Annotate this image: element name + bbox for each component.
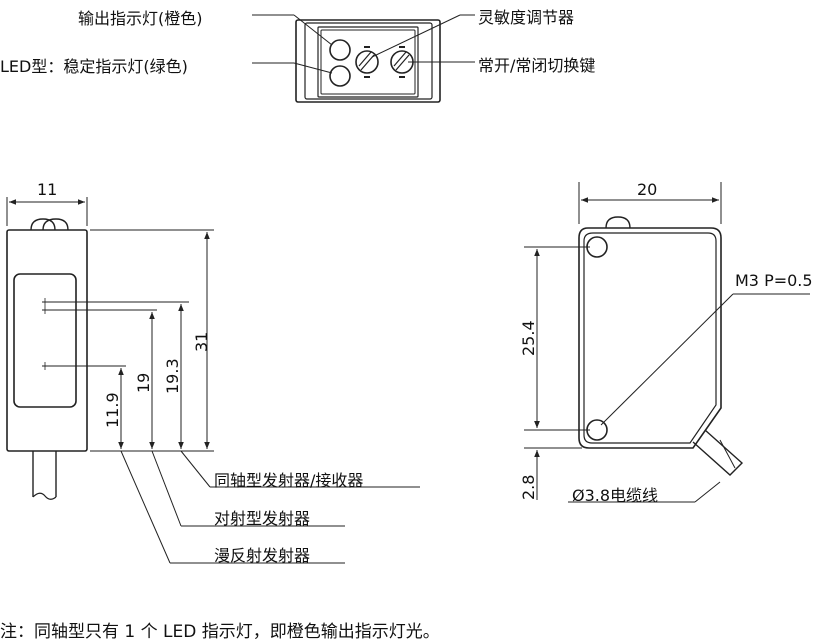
footnote: 注：同轴型只有 1 个 LED 指示灯，即橙色输出指示灯光。 bbox=[0, 622, 440, 642]
front-view bbox=[524, 182, 810, 503]
output-indicator-led bbox=[329, 39, 351, 61]
side-height-total-dimension: 31 bbox=[192, 331, 211, 352]
coax-emitter-receiver-label: 同轴型发射器/接收器 bbox=[214, 471, 364, 490]
thru-beam-emitter-label: 对射型发射器 bbox=[214, 509, 311, 528]
sensitivity-adjuster-label: 灵敏度调节器 bbox=[478, 8, 575, 27]
top-view bbox=[252, 14, 475, 103]
stability-indicator-led bbox=[329, 65, 351, 87]
no-nc-switch-label: 常开/常闭切换键 bbox=[478, 56, 596, 75]
lens-window bbox=[13, 273, 77, 408]
bottom-offset-dimension: 2.8 bbox=[519, 474, 538, 500]
front-view-body bbox=[578, 227, 722, 449]
side-diffuse-height-dimension: 11.9 bbox=[103, 392, 122, 428]
front-width-dimension: 20 bbox=[637, 180, 658, 199]
top-view-body bbox=[295, 19, 441, 103]
side-width-dimension: 11 bbox=[37, 180, 58, 199]
side-view bbox=[6, 197, 420, 564]
cable-spec-label: Ø3.8电缆线 bbox=[572, 486, 659, 505]
thread-spec-label: M3 P=0.5 bbox=[735, 271, 813, 290]
hole-pitch-dimension: 25.4 bbox=[519, 320, 538, 356]
diffuse-emitter-label: 漫反射发射器 bbox=[214, 546, 311, 565]
side-view-body bbox=[6, 229, 88, 452]
side-coax-height-dimension: 19.3 bbox=[163, 358, 182, 394]
sensitivity-adjuster-knob bbox=[355, 50, 379, 74]
side-thru-height-dimension: 19 bbox=[134, 372, 153, 393]
output-indicator-label: 输出指示灯(橙色) bbox=[78, 9, 203, 28]
stability-indicator-label: LED型：稳定指示灯(绿色) bbox=[0, 57, 188, 76]
